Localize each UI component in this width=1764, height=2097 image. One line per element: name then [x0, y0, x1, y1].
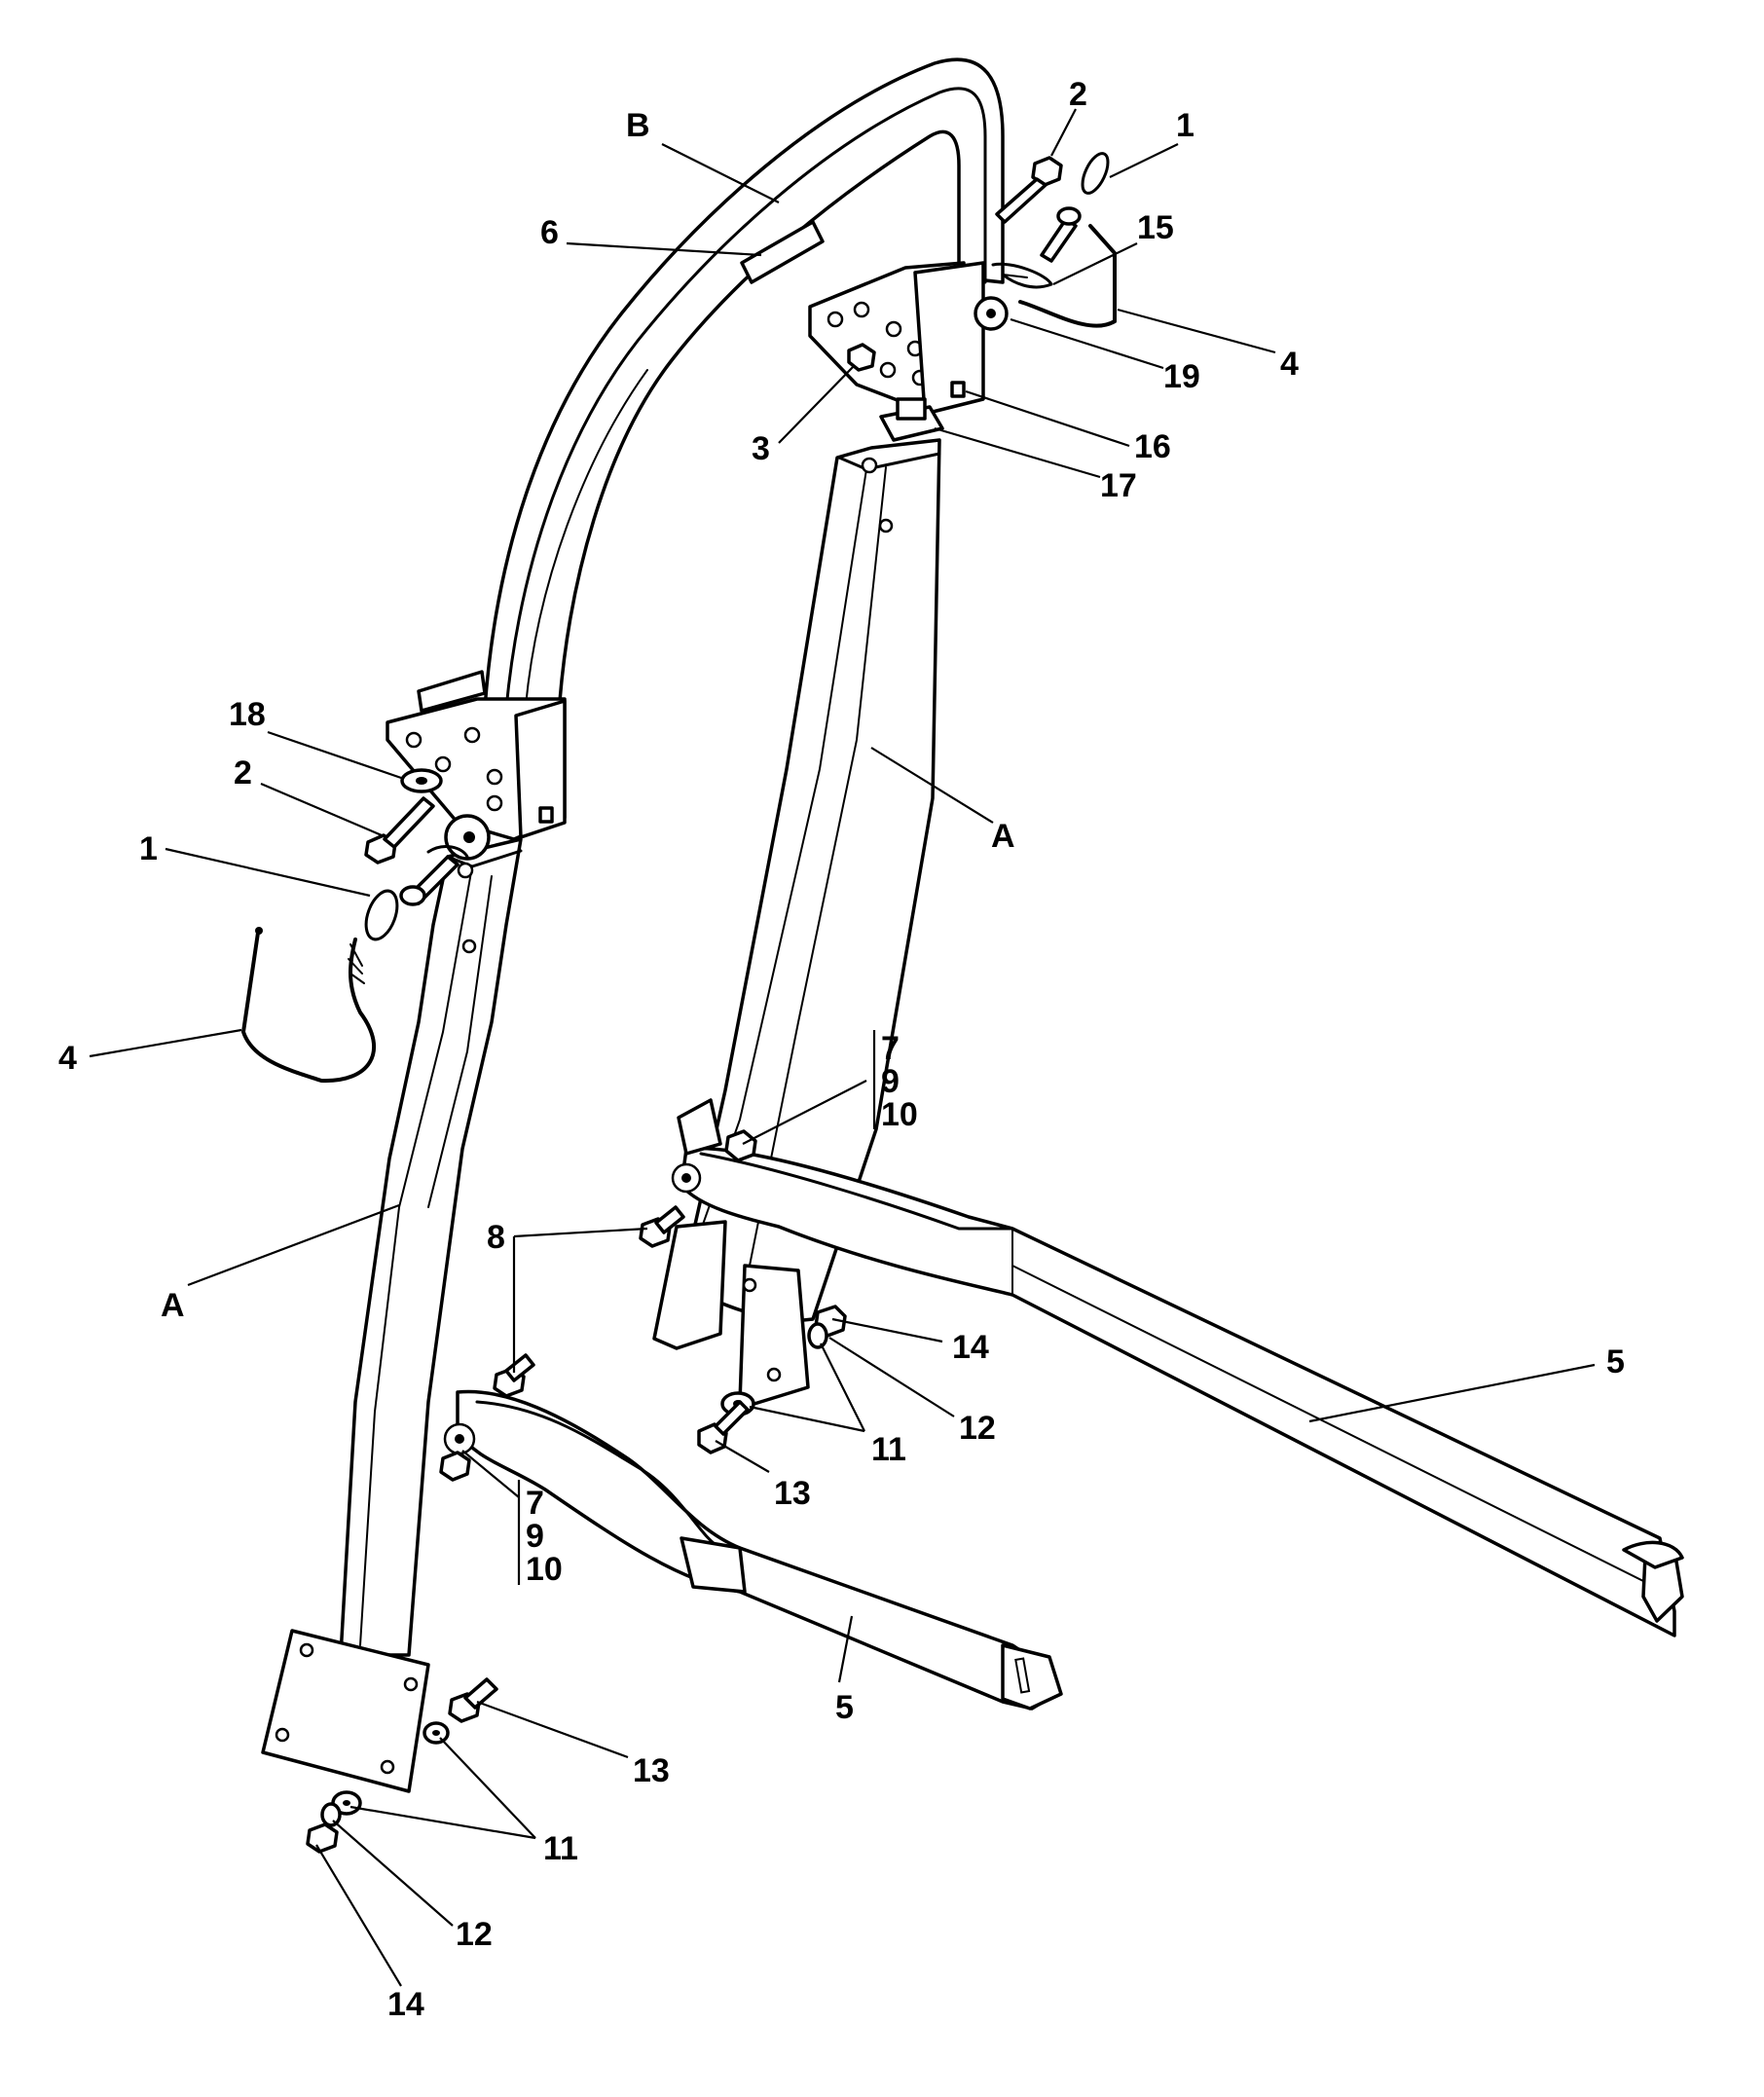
left-hardware: [240, 768, 469, 1084]
callout-13: 13: [774, 1475, 811, 1512]
callout-6: 6: [540, 214, 559, 251]
strut-lower: [439, 1205, 1063, 1711]
bottom-hardware: [306, 1677, 498, 1854]
callout-2: 2: [234, 754, 252, 791]
base-plate: [738, 1264, 810, 1409]
lynch-pin: [1040, 152, 1110, 263]
callout-labels: B 2 1 6 15 19 4 3 16 17 18 2 A 1 4 7 9 1…: [58, 76, 1625, 2023]
callout-18: 18: [229, 696, 266, 733]
nut: [847, 343, 876, 372]
callout-10: 10: [526, 1551, 563, 1588]
callout-12: 12: [959, 1410, 996, 1447]
callout-17: 17: [1100, 467, 1137, 504]
callout-1: 1: [139, 830, 158, 867]
callout-9: 9: [881, 1063, 900, 1100]
callout-5: 5: [835, 1689, 854, 1726]
callout-A: A: [991, 818, 1015, 855]
left-upright: [261, 814, 523, 1793]
rollbar-hoop: [386, 57, 1005, 841]
callout-16: 16: [1134, 428, 1171, 465]
callout-11: 11: [871, 1431, 906, 1468]
base-plate: [261, 1629, 430, 1793]
callout-14: 14: [387, 1986, 424, 2023]
callout-A: A: [161, 1287, 185, 1324]
lanyard-cable: [240, 931, 377, 1084]
callout-19: 19: [1163, 358, 1200, 395]
right-upright: [652, 438, 941, 1454]
callout-4: 4: [1280, 346, 1299, 383]
leader-lines: [89, 108, 1596, 1987]
callout-2: 2: [1069, 76, 1087, 113]
callout-13: 13: [633, 1752, 670, 1789]
decal-label: [740, 220, 825, 284]
callout-1: 1: [1176, 107, 1194, 144]
callout-B: B: [626, 107, 650, 144]
upper-hardware: [879, 152, 1117, 442]
callout-4: 4: [58, 1040, 77, 1077]
bolt: [995, 156, 1063, 224]
callout-10: 10: [881, 1096, 918, 1133]
callout-11: 11: [543, 1830, 578, 1867]
callout-7: 7: [881, 1030, 900, 1067]
callout-15: 15: [1137, 209, 1174, 246]
callout-12: 12: [456, 1916, 493, 1953]
callout-9: 9: [526, 1518, 544, 1555]
callout-3: 3: [752, 430, 770, 467]
callout-5: 5: [1606, 1343, 1625, 1380]
callout-8: 8: [487, 1219, 505, 1256]
callout-7: 7: [526, 1485, 544, 1522]
lanyard-cable: [1018, 224, 1117, 328]
callout-14: 14: [952, 1329, 989, 1366]
strut-right: [671, 1098, 1684, 1637]
